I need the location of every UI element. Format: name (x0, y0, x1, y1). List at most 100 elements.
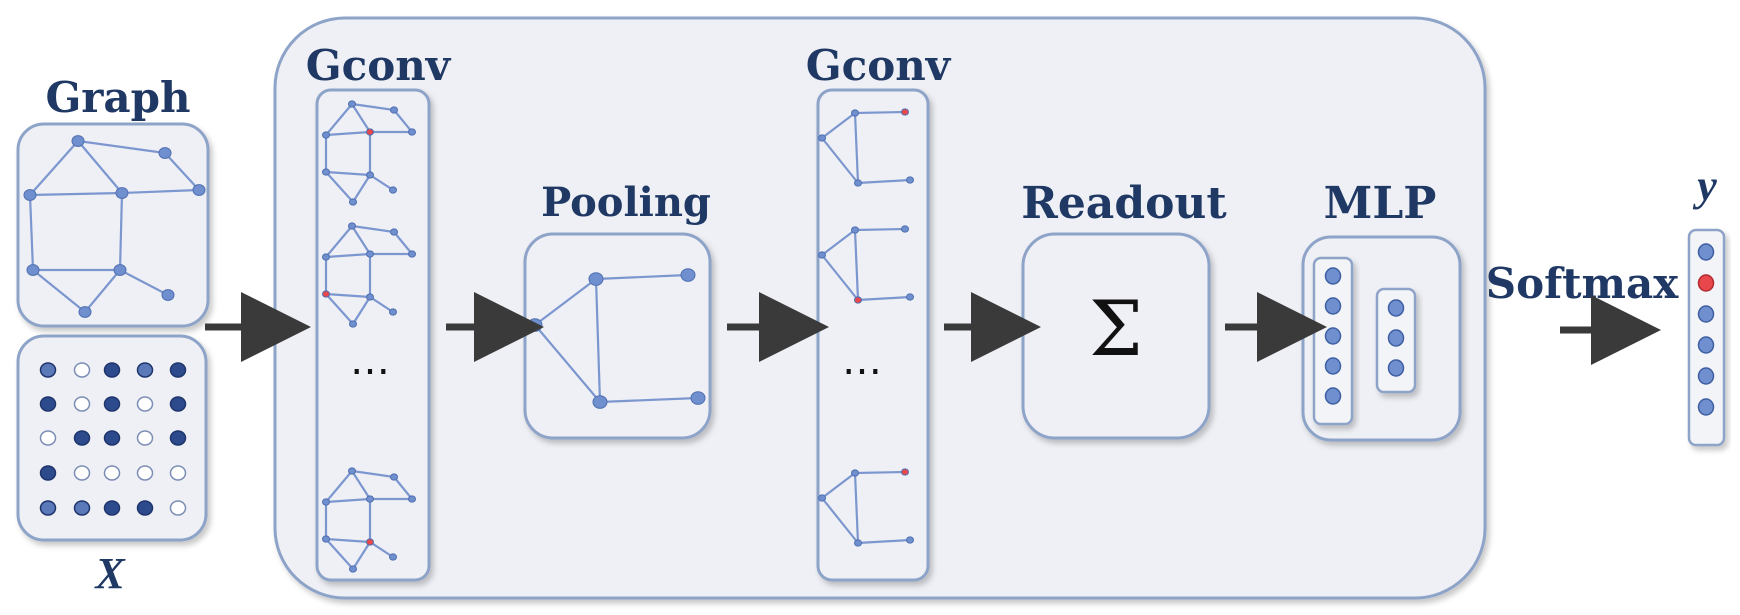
gconv2-graph-edge (821, 137, 859, 184)
gconv2-graph-node (906, 536, 914, 544)
gconv1-graph-node (349, 565, 357, 573)
gconv2-graph-edge (821, 254, 859, 301)
gconv1-graph-edge (352, 174, 371, 203)
mlp-neuron (1387, 329, 1405, 347)
feature-cell (103, 396, 121, 412)
input-graph-edge (29, 140, 79, 196)
gconv1-graph-edge (325, 103, 353, 136)
gconv1-graph-edge (352, 541, 371, 570)
mlp-neuron (1387, 299, 1405, 317)
pooled-graph-node (680, 268, 696, 282)
feature-cell (169, 362, 187, 378)
pooled-graph-edge (599, 396, 699, 404)
gconv2-graph-node (851, 226, 859, 234)
feature-cell (136, 465, 154, 481)
input-graph-edge (32, 269, 86, 313)
mlp-label: MLP (1324, 178, 1437, 229)
input-graph-node (23, 189, 37, 201)
feature-cell (73, 430, 91, 446)
gconv2-graph-node (854, 179, 862, 187)
gconv2-graph-node (854, 539, 862, 547)
input-graph-node (71, 135, 85, 147)
gconv1-graph-edge (351, 103, 371, 133)
input-graph-node (113, 264, 127, 276)
gconv1-graph-node (366, 128, 374, 136)
input-graph-edge (119, 269, 169, 296)
gconv1-label: Gconv (306, 41, 452, 90)
gconv1-graph-node (322, 290, 330, 298)
gconv1-graph-node (408, 495, 416, 503)
y-label: y (1692, 161, 1717, 210)
gconv1-graph-edge (393, 109, 413, 133)
gconv2-graph-edge (854, 110, 906, 115)
gconv1-graph-edge (351, 224, 395, 234)
feature-cell (103, 362, 121, 378)
flow-arrows (205, 292, 1661, 365)
gconv2-graph-edge (854, 227, 906, 232)
gconv2-graph-node (818, 494, 826, 502)
feature-cell (169, 500, 187, 516)
gconv1-graph-edge (325, 292, 371, 299)
gconv2-label: Gconv (806, 41, 952, 90)
gconv2-ellipsis: … (842, 338, 882, 384)
gconv1-graph-edge (325, 171, 354, 203)
input-graph-edge (28, 194, 35, 271)
gconv1-graph-node (348, 222, 356, 230)
output-vector (1687, 228, 1726, 447)
gconv1-graph-edge (325, 537, 371, 544)
mlp-neuron (1387, 359, 1405, 377)
gconv2-graph-node (901, 468, 909, 476)
gconv2-graph-node (818, 134, 826, 142)
input-graph-node (115, 187, 129, 199)
feature-cell (73, 362, 91, 378)
input-graph-edge (164, 152, 200, 191)
pooled-graph-edge (534, 324, 601, 403)
output-unit (1697, 305, 1715, 323)
feature-cell (136, 362, 154, 378)
gconv2-graph-node (906, 176, 914, 184)
feature-cell (169, 396, 187, 412)
feature-cell (169, 465, 187, 481)
gconv1-graph-node (366, 171, 374, 179)
gconv2-graph-node (854, 296, 862, 304)
feature-cell (103, 430, 121, 446)
pooled-graph-edge (534, 278, 597, 326)
gconv1-graph-edge (325, 470, 353, 503)
gconv2-graph-edge (821, 472, 856, 499)
gconv1-graph-edge (393, 231, 413, 255)
input-graph-edge (29, 191, 123, 197)
gconv1-graph-edge (325, 170, 371, 177)
gconv1-graph-edge (351, 225, 371, 255)
output-unit (1697, 243, 1715, 261)
feature-cell (136, 430, 154, 446)
gconv1-graph-edge (325, 252, 371, 259)
gconv1-graph-node (390, 228, 398, 236)
gconv1-graph-node (390, 473, 398, 481)
gconv1-graph-node (348, 467, 356, 475)
gconv1-graph-edge (369, 541, 394, 558)
feature-cell (39, 465, 57, 481)
feature-cell (39, 362, 57, 378)
graph-label: Graph (45, 73, 190, 122)
feature-cell (39, 396, 57, 412)
input-graph-edge (77, 139, 166, 155)
feature-cell (136, 500, 154, 516)
input-graph-edge (77, 140, 123, 194)
pooling-label: Pooling (541, 179, 711, 226)
input-graph-node (158, 147, 172, 159)
gconv1-graph-node (366, 293, 374, 301)
softmax-label: Softmax (1486, 259, 1679, 308)
pooled-graph (527, 268, 706, 409)
gconv1-box (315, 88, 431, 582)
gconv1-graph-edge (351, 102, 395, 112)
gconv1-graph-edge (325, 293, 354, 325)
gconv2-graph-edge (821, 229, 856, 256)
gconv2-graph-edge (821, 497, 859, 544)
gconv2-graph-edge (821, 112, 856, 139)
output-unit (1697, 274, 1715, 292)
output-unit (1697, 367, 1715, 385)
feature-cell (169, 430, 187, 446)
gconv1-graph-node (366, 250, 374, 258)
gconv2-graph-edge (857, 538, 911, 545)
gconv1-graph-edge (325, 225, 353, 258)
